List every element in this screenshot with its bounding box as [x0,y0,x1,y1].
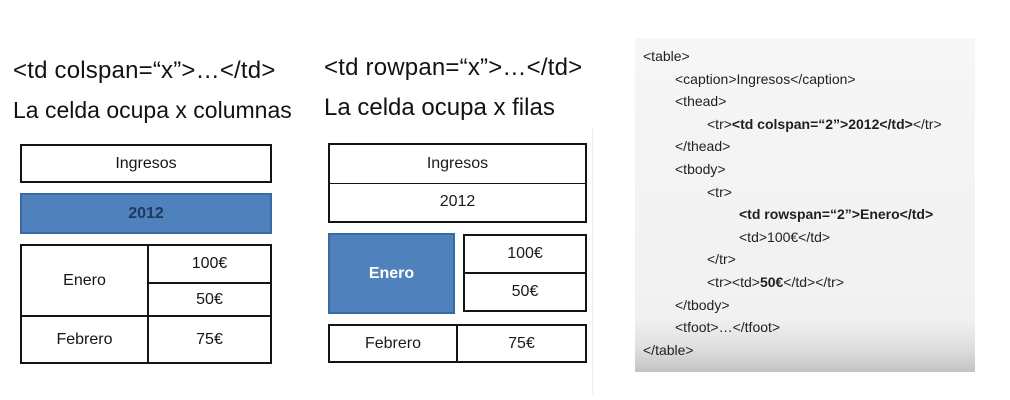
colspan-caption-cell: Ingresos [20,144,272,183]
colspan-body-grid: Enero 100€ 50€ Febrero 75€ [20,244,272,364]
colspan-cell-febrero: Febrero [22,317,149,362]
code-segment: <thead> [675,93,727,110]
rowspan-subtitle: La celda ocupa x filas [324,94,555,121]
code-segment: </td></tr> [783,273,845,290]
code-line: <tr> [643,181,975,204]
colspan-year-cell: 2012 [20,193,272,234]
code-segment: </thead> [675,138,731,155]
code-listing: <table> <caption>Ingresos</caption> <thead… [643,45,975,361]
code-line: </tbody> [643,294,975,317]
rowspan-year-cell: 2012 [439,193,476,211]
code-segment: </table> [643,341,694,358]
code-line: </table> [643,339,975,362]
code-line: <tfoot>…</tfoot> [643,316,975,339]
rowspan-cell-75: 75€ [508,334,535,352]
code-segment: <tr><td> [707,273,760,290]
code-line: <td>100€</td> [643,226,975,249]
code-line: </tr> [643,248,975,271]
rowspan-caption-cell: Ingresos [330,145,585,184]
rowspan-bottom-row: Febrero 75€ [328,324,587,363]
colspan-cell-100: 100€ [149,246,270,284]
code-line: <caption>Ingresos</caption> [643,68,975,91]
code-segment: </tr> [912,115,942,132]
code-line: <table> [643,45,975,68]
code-segment: </tr> [707,251,736,268]
panel-divider [592,128,593,394]
code-segment: <tr> [707,183,732,200]
colspan-cell-50: 50€ [149,284,270,317]
code-line: <tr><td colspan=“2”>2012</td></tr> [643,113,975,136]
rowspan-syntax-heading: <td rowpan=“x”>…</td> [324,54,583,81]
code-line: <tr><td>50€</td></tr> [643,271,975,294]
code-segment: <table> [643,48,690,64]
code-segment: </tbody> [675,296,730,313]
code-segment: <tbody> [675,160,726,177]
code-segment: <caption>Ingresos</caption> [675,70,856,87]
code-segment-bold: 50€ [759,273,784,290]
colspan-cell-75: 75€ [149,317,270,362]
code-panel: <table> <caption>Ingresos</caption> <thead… [635,38,975,372]
colspan-syntax-heading: <td colspan=“x”>…</td> [13,57,276,84]
code-line: <td rowspan=“2”>Enero</td> [643,203,975,226]
rowspan-cell-100: 100€ [465,236,585,274]
colspan-subtitle: La celda ocupa x columnas [13,97,292,123]
code-segment-bold: <td colspan=“2”>2012</td> [731,115,913,132]
code-line: <thead> [643,90,975,113]
rowspan-header-box: Ingresos 2012 [328,143,587,223]
rowspan-cell-febrero: Febrero [330,326,458,361]
code-line: <tbody> [643,158,975,181]
rowspan-cell-enero: Enero [328,233,455,314]
code-segment: <td>100€</td> [739,228,831,245]
colspan-cell-enero: Enero [22,246,149,317]
code-line: </thead> [643,135,975,158]
rowspan-values-box: 100€ 50€ [463,234,587,312]
rowspan-cell-50: 50€ [511,283,539,300]
code-segment: <tr> [707,115,732,132]
code-segment-bold: <td rowspan=“2”>Enero</td> [739,206,934,223]
code-segment: <tfoot>…</tfoot> [675,319,781,336]
